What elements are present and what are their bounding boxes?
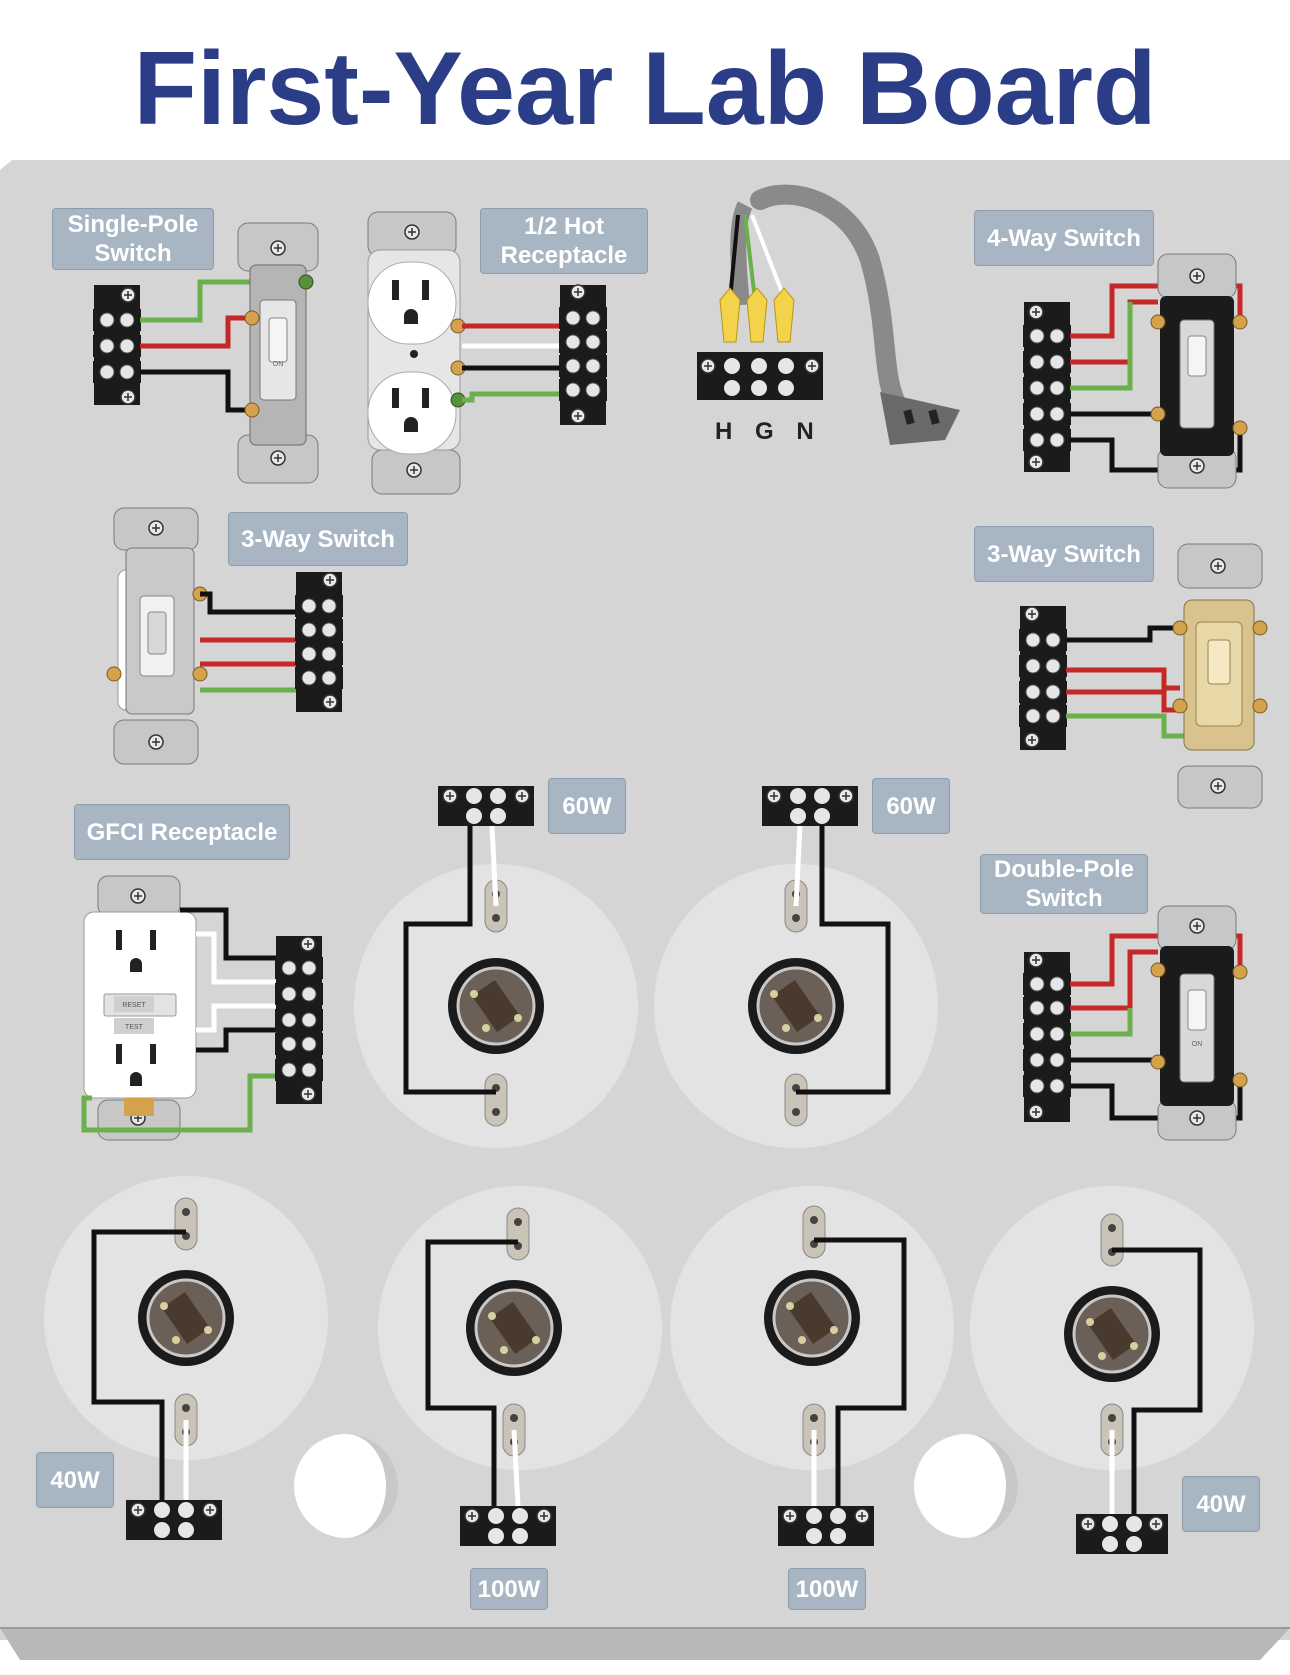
label-text: 60W xyxy=(886,792,936,820)
half-hot-terminal-block xyxy=(558,284,608,425)
svg-text:ON: ON xyxy=(273,361,284,368)
svg-text:RESET: RESET xyxy=(122,1002,146,1009)
label-40w-right: 40W xyxy=(1182,1476,1260,1532)
label-text: 4-Way Switch xyxy=(987,224,1141,252)
label-four-way-switch: 4-Way Switch xyxy=(974,210,1154,266)
double-pole-terminal-block xyxy=(1022,952,1072,1122)
label-double-pole-switch: Double-Pole Switch xyxy=(980,854,1148,914)
hgn-label: H G N xyxy=(715,418,822,445)
label-text: 1/2 Hot Receptacle xyxy=(500,213,628,269)
label-60w-left: 60W xyxy=(548,778,626,834)
lamp-60w-left[interactable] xyxy=(354,786,638,1148)
power-cord xyxy=(728,184,960,445)
gfci-receptacle[interactable]: RESET TEST xyxy=(83,875,197,1141)
label-gfci-receptacle: GFCI Receptacle xyxy=(74,804,290,860)
label-text: 3-Way Switch xyxy=(987,540,1141,568)
three-way-right-terminal-block xyxy=(1018,606,1068,750)
half-hot-receptacle[interactable] xyxy=(367,211,466,495)
gfci-wires xyxy=(81,907,276,1133)
label-text: 60W xyxy=(562,792,612,820)
double-pole-switch[interactable]: ON xyxy=(1150,905,1248,1141)
single-pole-terminal-block xyxy=(92,285,142,405)
hgn-terminal-block xyxy=(697,352,823,400)
label-single-pole-switch: Single-Pole Switch xyxy=(52,208,214,270)
label-text: 40W xyxy=(1196,1490,1246,1518)
double-pole-wires xyxy=(1070,933,1243,1121)
lamp-100w-right[interactable] xyxy=(670,1186,954,1546)
knockout-left xyxy=(294,1434,398,1538)
label-40w-left: 40W xyxy=(36,1452,114,1508)
three-way-left-wires xyxy=(200,591,296,693)
half-hot-wires xyxy=(462,323,562,403)
three-way-right-wires xyxy=(1066,625,1190,739)
label-half-hot-receptacle: 1/2 Hot Receptacle xyxy=(480,208,648,274)
three-way-right-switch[interactable] xyxy=(1172,543,1268,809)
lamp-100w-left[interactable] xyxy=(378,1186,662,1546)
label-text: Single-Pole Switch xyxy=(67,211,199,267)
label-text: Double-Pole Switch xyxy=(993,856,1134,912)
label-text: 100W xyxy=(795,1575,859,1603)
four-way-switch[interactable] xyxy=(1150,253,1248,489)
single-pole-switch[interactable]: ON xyxy=(237,222,319,484)
single-pole-wires xyxy=(140,279,258,413)
knockout-right xyxy=(914,1434,1018,1538)
label-three-way-left: 3-Way Switch xyxy=(228,512,408,566)
label-text: GFCI Receptacle xyxy=(86,818,278,846)
wire-nuts xyxy=(719,287,795,343)
label-text: 3-Way Switch xyxy=(241,525,395,553)
four-way-terminal-block xyxy=(1022,302,1072,472)
lamp-40w-right[interactable] xyxy=(970,1186,1254,1554)
label-three-way-right: 3-Way Switch xyxy=(974,526,1154,582)
label-100w-left: 100W xyxy=(470,1568,548,1610)
label-text: 100W xyxy=(477,1575,541,1603)
four-way-wires xyxy=(1070,283,1243,473)
label-text: 40W xyxy=(50,1466,100,1494)
gfci-terminal-block xyxy=(274,936,324,1104)
page-title: First-Year Lab Board xyxy=(133,31,1157,147)
label-60w-right: 60W xyxy=(872,778,950,834)
lamp-60w-right[interactable] xyxy=(654,786,938,1148)
three-way-left-switch[interactable] xyxy=(106,507,208,765)
svg-text:TEST: TEST xyxy=(125,1024,144,1031)
label-100w-right: 100W xyxy=(788,1568,866,1610)
svg-text:ON: ON xyxy=(1192,1041,1203,1048)
three-way-left-terminal-block xyxy=(294,572,344,712)
lamp-40w-left[interactable] xyxy=(44,1176,328,1540)
